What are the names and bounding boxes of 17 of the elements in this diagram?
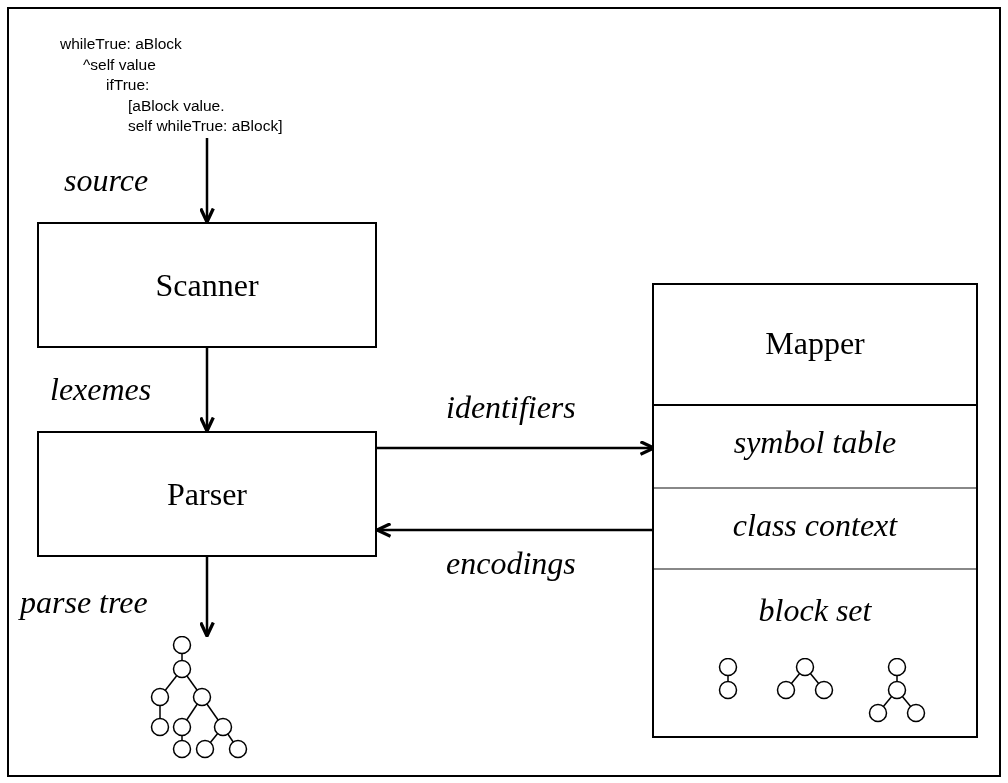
mapper-box xyxy=(652,283,978,738)
box-title: Mapper xyxy=(764,325,866,362)
process-box xyxy=(37,431,377,557)
code-line: ifTrue: xyxy=(105,75,151,95)
code-line: whileTrue: aBlock xyxy=(59,34,183,54)
process-box xyxy=(37,222,377,348)
section-label: class context xyxy=(731,507,899,544)
arrow xyxy=(199,557,215,638)
code-line: self whileTrue: aBlock] xyxy=(127,116,284,136)
section-label: block set xyxy=(757,592,873,629)
arrow xyxy=(199,138,215,224)
code-line: ^self value xyxy=(82,54,157,75)
box-label: Scanner xyxy=(155,266,259,304)
arrow xyxy=(199,348,215,433)
section-label: symbol table xyxy=(732,424,898,461)
code-line: [aBlock value. xyxy=(127,95,226,116)
box-label: Parser xyxy=(167,475,247,513)
